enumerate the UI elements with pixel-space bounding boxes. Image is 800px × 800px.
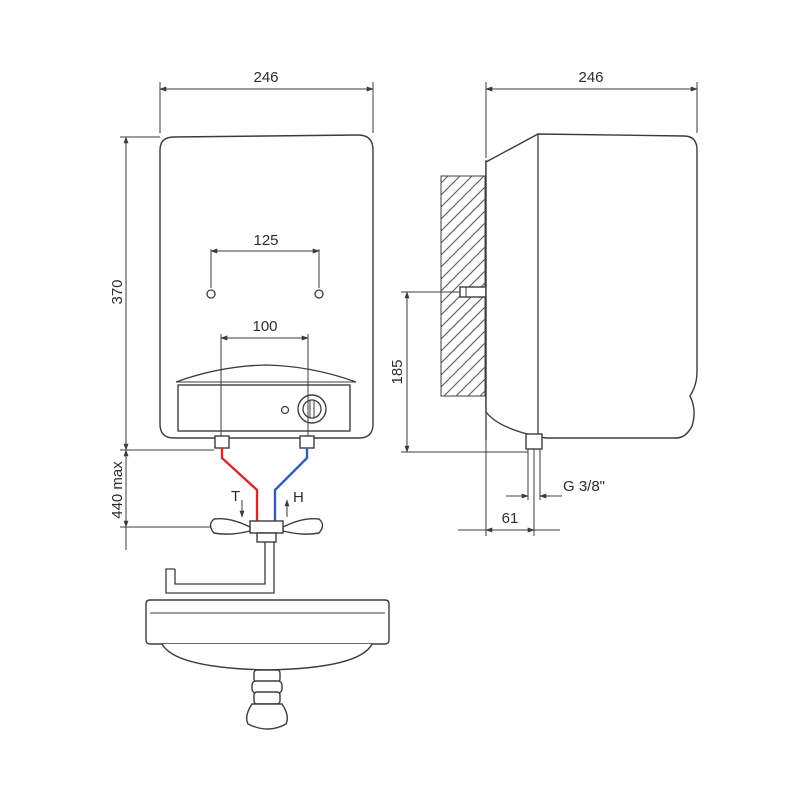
wall-bracket [459,286,487,298]
wall-hatch [440,175,486,397]
height-label: 370 [109,279,126,304]
hot-water-pipe [220,448,259,521]
thermostat-knob [297,394,327,424]
front-width-label: 246 [253,69,278,86]
tap-distance-label: 440 max [109,461,126,519]
cold-marker-label: T [231,488,240,505]
mounting-hole-right [314,289,324,299]
indicator-lamp [280,405,290,415]
front-view [159,134,374,449]
washbasin [145,599,390,730]
front-width-dimension: 246 [159,69,374,133]
cold-water-pipe [273,448,309,521]
front-tank-body [159,134,374,439]
side-width-label: 246 [578,69,603,86]
tap-distance-dimension: 440 max [109,449,210,550]
tap-spout [174,542,266,585]
mounting-hole-left [206,289,216,299]
mount-spacing-label: 125 [253,232,278,249]
side-tank-body [485,133,698,439]
height-dimension: 370 [109,136,214,451]
mount-height-label: 185 [389,359,406,384]
mount-height-dimension: 185 [389,291,528,453]
mixer-tap [165,517,324,594]
thread-dimension: G 3/8" [506,478,605,499]
wall-offset-label: 61 [502,510,519,527]
pipe-spacing-label: 100 [252,318,277,335]
hot-marker-label: H [293,489,304,506]
connection-pipes: T H [220,448,309,521]
control-panel-hump [175,364,357,383]
side-outlet-stub [525,433,543,450]
hot-pipe-stub [299,435,315,449]
mount-spacing-dimension: 125 [210,232,320,288]
side-view [440,133,698,500]
wall-offset-dimension: 61 [458,440,560,536]
cold-pipe-stub [214,435,230,449]
pipe-spacing-dimension: 100 [220,318,309,436]
thread-label: G 3/8" [563,478,605,495]
side-width-dimension: 246 [485,69,698,158]
sink-drain [245,669,289,730]
